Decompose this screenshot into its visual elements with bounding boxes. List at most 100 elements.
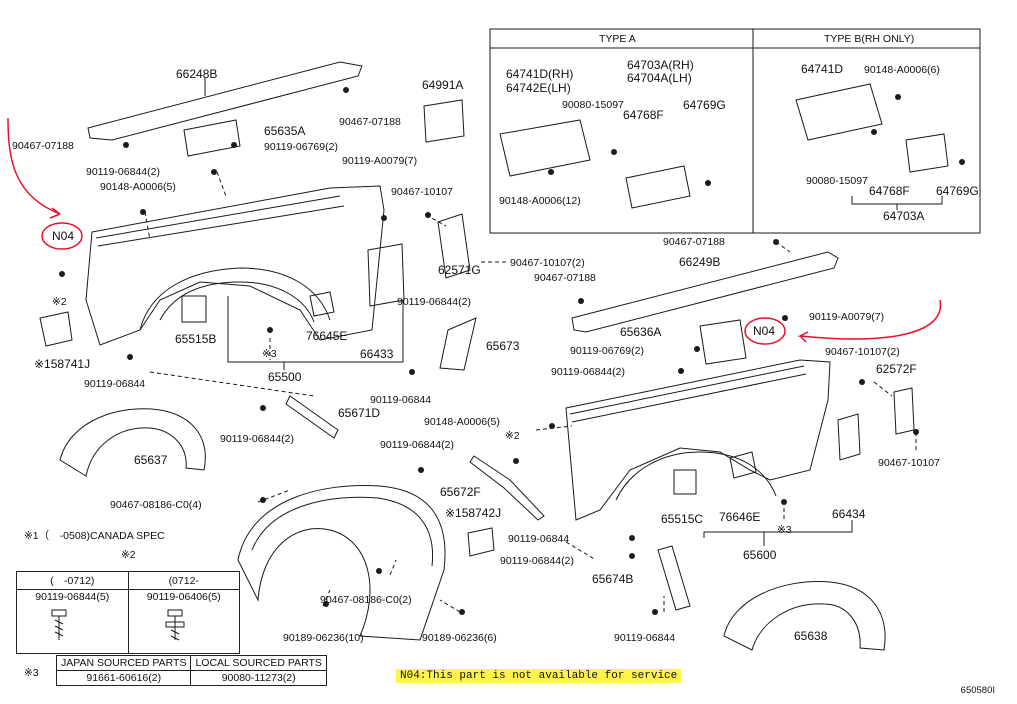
label-65638: 65638 <box>794 629 828 643</box>
label-90467-07188: 90467-07188 <box>534 272 596 284</box>
diagram-code: 650580I <box>960 685 995 696</box>
label-90467-07188: 90467-07188 <box>339 116 401 128</box>
bolt-col1-head: ( -0712) <box>16 571 129 590</box>
bracket-66433-shape <box>367 243 405 307</box>
label-90467-10107: 90467-10107 <box>391 186 453 198</box>
part-158742J-shape <box>467 527 495 557</box>
label-90119-06844: 90119-06844 <box>84 378 146 390</box>
brace-65672F-shape <box>469 455 545 521</box>
bracket-62571G-shape <box>437 213 471 279</box>
label-66434: 66434 <box>832 507 866 521</box>
bracket-62572F-shape <box>893 387 915 435</box>
label-90080-15097: 90080-15097 <box>562 99 624 111</box>
label-star2: ※2 <box>505 430 520 442</box>
label-90119-06844: 90119-06844(2) <box>500 555 574 567</box>
bracket-65635A-shape <box>183 119 241 157</box>
label-90467-08186-c0-2: 90467-08186-C0(2) <box>320 594 412 606</box>
label-64703A-RH: 64703A(RH) <box>627 58 694 72</box>
box-64991A-shape <box>423 99 465 143</box>
part-158741J-shape <box>39 311 73 347</box>
label-90080-15097: 90080-15097 <box>806 175 868 187</box>
bed-side-right <box>565 359 831 521</box>
bolt-col2-part: 90119-06406(5) <box>127 589 240 654</box>
label-65674B: 65674B <box>592 572 634 586</box>
label-90467-10107: 90467-10107 <box>878 457 940 469</box>
label-65500: 65500 <box>268 370 302 384</box>
label-90148-A0006: 90148-A0006(5) <box>100 181 176 193</box>
source-val-japan: 91661-60616(2) <box>55 670 192 686</box>
label-158742J: ※158742J <box>445 506 502 520</box>
label-90467-10107-2: 90467-10107(2) <box>510 257 585 269</box>
label-64704A-LH: 64704A(LH) <box>627 71 692 85</box>
label-65515B: 65515B <box>175 332 217 346</box>
label-90119-06844: 90119-06844 <box>614 632 676 644</box>
label-90119-06844: 90119-06844(2) <box>397 296 471 308</box>
label-star3: ※3 <box>262 348 277 360</box>
label-65636A: 65636A <box>620 325 662 339</box>
label-90467-07188: 90467-07188 <box>663 236 725 248</box>
label-90119-06844: 90119-06844(2) <box>86 166 160 178</box>
label-star2: ※2 <box>121 549 136 561</box>
label-65673: 65673 <box>486 339 520 353</box>
label-90467-07188: 90467-07188 <box>12 140 74 152</box>
bolt-col2-head: (0712- <box>127 571 240 590</box>
label-158741J: ※158741J <box>34 357 91 371</box>
type-a-header: TYPE A <box>599 33 636 45</box>
label-64768F: 64768F <box>623 108 664 122</box>
bracket-76645E-shape <box>309 291 335 317</box>
n04-left-arrow <box>7 117 61 219</box>
bracket-66434-shape <box>837 413 861 461</box>
label-64769G: 64769G <box>936 184 979 198</box>
type-b-header: TYPE B(RH ONLY) <box>824 33 915 45</box>
label-90119-A0079: 90119-A0079(7) <box>342 155 418 167</box>
label-76645E: 76645E <box>306 329 348 343</box>
label-64703A: 64703A <box>883 209 925 223</box>
label-64742E-LH: 64742E(LH) <box>506 81 571 95</box>
label-62571G: 62571G <box>438 263 481 277</box>
bolt-col1-part: 90119-06844(5) <box>16 589 129 654</box>
n04-left-circle <box>41 222 83 250</box>
label-90119-06844: 90119-06844 <box>370 394 432 406</box>
label-66248B: 66248B <box>176 67 218 81</box>
label-90119-06769: 90119-06769(2) <box>570 345 644 357</box>
source-head-japan: JAPAN SOURCED PARTS <box>55 655 192 671</box>
label-65672F: 65672F <box>440 485 481 499</box>
label-n04-left: N04 <box>52 229 75 243</box>
bed-side-left <box>85 185 385 346</box>
label-90467-10107-2: 90467-10107(2) <box>825 346 900 358</box>
liner-65638 <box>723 581 886 651</box>
label-66433: 66433 <box>360 347 394 361</box>
label-64769G: 64769G <box>683 98 726 112</box>
label-62572F: 62572F <box>876 362 917 376</box>
label-90119-06844: 90119-06844 <box>508 533 570 545</box>
box-64741D-type-b <box>795 83 883 141</box>
liner-lower-centre <box>237 484 446 641</box>
plate-64703A-type-a <box>625 165 691 209</box>
label-canada-spec: ※1（ -0508)CANADA SPEC <box>24 530 165 542</box>
label-star2: ※2 <box>52 296 67 308</box>
label-90148-A0006-12: 90148-A0006(12) <box>499 195 581 207</box>
label-64768F: 64768F <box>869 184 910 198</box>
rail-66248B <box>87 61 363 141</box>
label-76646E: 76646E <box>719 510 761 524</box>
part-65515B-shape <box>181 295 207 323</box>
liner-65637 <box>59 408 206 477</box>
plate-64703A-type-b <box>905 133 949 173</box>
brace-65673-shape <box>439 317 477 371</box>
brace-65671D-shape <box>285 395 339 439</box>
n04-availability-note: N04:This part is not available for servi… <box>396 669 682 683</box>
label-64741D: 64741D <box>801 62 844 76</box>
label-90119-06844: 90119-06844(2) <box>551 366 625 378</box>
label-90189-06236-10: 90189-06236(10) <box>283 632 364 644</box>
n04-right-arrow <box>797 299 942 343</box>
red-annotations <box>7 117 942 345</box>
label-65635A: 65635A <box>264 124 306 138</box>
label-90189-06236-6: 90189-06236(6) <box>422 632 497 644</box>
source-table-marker: ※3 <box>24 667 39 679</box>
label-90148-A0006: 90148-A0006(5) <box>424 416 500 428</box>
label-64991A: 64991A <box>422 78 464 92</box>
box-64741D-type-a <box>499 119 591 177</box>
rail-66249B <box>571 251 839 333</box>
part-65515C-shape <box>673 469 697 495</box>
